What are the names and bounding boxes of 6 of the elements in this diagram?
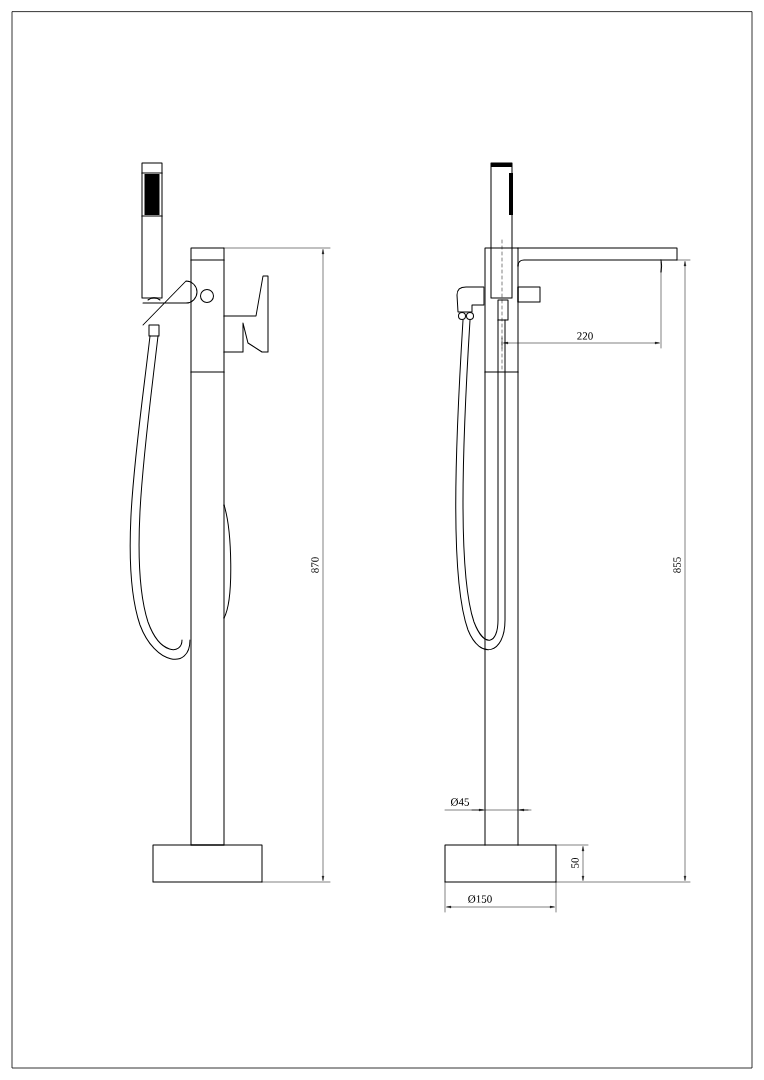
dimension-label: 50: [571, 857, 579, 868]
dimension-label: Ø45: [451, 798, 470, 806]
dimension-label: 855: [673, 557, 681, 573]
dimension-label: 220: [577, 332, 593, 340]
dimension-label: 870: [311, 557, 319, 573]
dimension-label: Ø150: [468, 895, 492, 903]
